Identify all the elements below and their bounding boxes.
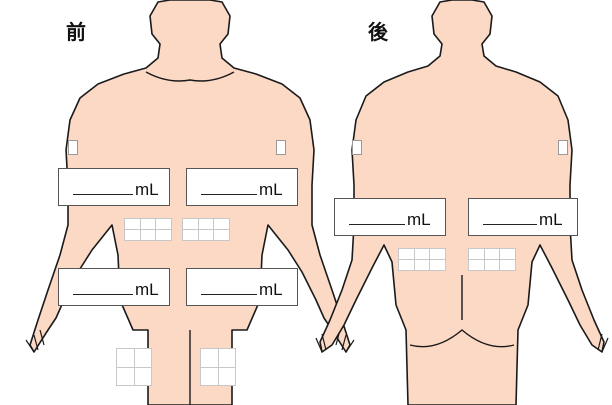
grid-cell[interactable] bbox=[214, 219, 229, 229]
grid-cell[interactable] bbox=[201, 368, 218, 386]
volume-blank-line bbox=[73, 194, 133, 195]
grid-cell[interactable] bbox=[135, 368, 152, 386]
volume-unit: mL bbox=[135, 181, 159, 198]
grid-cell[interactable] bbox=[219, 368, 236, 386]
volume-box-front-upper-left[interactable]: mL bbox=[58, 168, 170, 206]
volume-blank-line bbox=[73, 294, 133, 295]
grid-cell[interactable] bbox=[469, 260, 484, 270]
volume-box-front-lower-right[interactable]: mL bbox=[186, 268, 298, 306]
site-grid-back-left[interactable] bbox=[398, 248, 446, 271]
volume-unit: mL bbox=[135, 281, 159, 298]
grid-cell[interactable] bbox=[485, 260, 500, 270]
grid-cell[interactable] bbox=[500, 260, 515, 270]
grid-cell[interactable] bbox=[125, 230, 140, 240]
grid-cell[interactable] bbox=[214, 230, 229, 240]
grid-cell[interactable] bbox=[125, 219, 140, 229]
grid-cell[interactable] bbox=[430, 249, 445, 259]
volume-box-back-right[interactable]: mL bbox=[468, 198, 578, 236]
grid-cell[interactable] bbox=[219, 349, 236, 367]
volume-blank-line bbox=[201, 194, 257, 195]
volume-box-front-upper-right[interactable]: mL bbox=[186, 168, 298, 206]
grid-cell[interactable] bbox=[135, 349, 152, 367]
grid-cell[interactable] bbox=[156, 230, 171, 240]
site-grid-front-abdomen-left[interactable] bbox=[124, 218, 172, 241]
grid-cell[interactable] bbox=[183, 230, 198, 240]
volume-unit: mL bbox=[259, 281, 283, 298]
grid-cell[interactable] bbox=[117, 349, 134, 367]
grid-cell[interactable] bbox=[485, 249, 500, 259]
grid-cell[interactable] bbox=[430, 260, 445, 270]
front-right-arm-marker bbox=[276, 140, 286, 155]
back-view-label: 後 bbox=[368, 22, 388, 42]
grid-cell[interactable] bbox=[199, 219, 214, 229]
front-view-label: 前 bbox=[66, 22, 86, 42]
back-left-arm-marker bbox=[352, 140, 362, 155]
site-grid-front-abdomen-right[interactable] bbox=[182, 218, 230, 241]
volume-unit: mL bbox=[539, 211, 563, 228]
grid-cell[interactable] bbox=[199, 230, 214, 240]
volume-unit: mL bbox=[259, 181, 283, 198]
site-grid-front-thigh-right[interactable] bbox=[200, 348, 236, 386]
grid-cell[interactable] bbox=[500, 249, 515, 259]
volume-unit: mL bbox=[407, 211, 431, 228]
grid-cell[interactable] bbox=[201, 349, 218, 367]
grid-cell[interactable] bbox=[415, 249, 430, 259]
volume-box-back-left[interactable]: mL bbox=[334, 198, 446, 236]
volume-blank-line bbox=[201, 294, 257, 295]
site-grid-front-thigh-left[interactable] bbox=[116, 348, 152, 386]
grid-cell[interactable] bbox=[141, 230, 156, 240]
grid-cell[interactable] bbox=[399, 249, 414, 259]
front-left-arm-marker bbox=[68, 140, 78, 155]
grid-cell[interactable] bbox=[156, 219, 171, 229]
volume-blank-line bbox=[349, 224, 405, 225]
grid-cell[interactable] bbox=[469, 249, 484, 259]
volume-box-front-lower-left[interactable]: mL bbox=[58, 268, 170, 306]
grid-cell[interactable] bbox=[399, 260, 414, 270]
volume-blank-line bbox=[483, 224, 537, 225]
grid-cell[interactable] bbox=[415, 260, 430, 270]
grid-cell[interactable] bbox=[141, 219, 156, 229]
grid-cell[interactable] bbox=[183, 219, 198, 229]
back-right-arm-marker bbox=[558, 140, 568, 155]
site-grid-back-right[interactable] bbox=[468, 248, 516, 271]
grid-cell[interactable] bbox=[117, 368, 134, 386]
